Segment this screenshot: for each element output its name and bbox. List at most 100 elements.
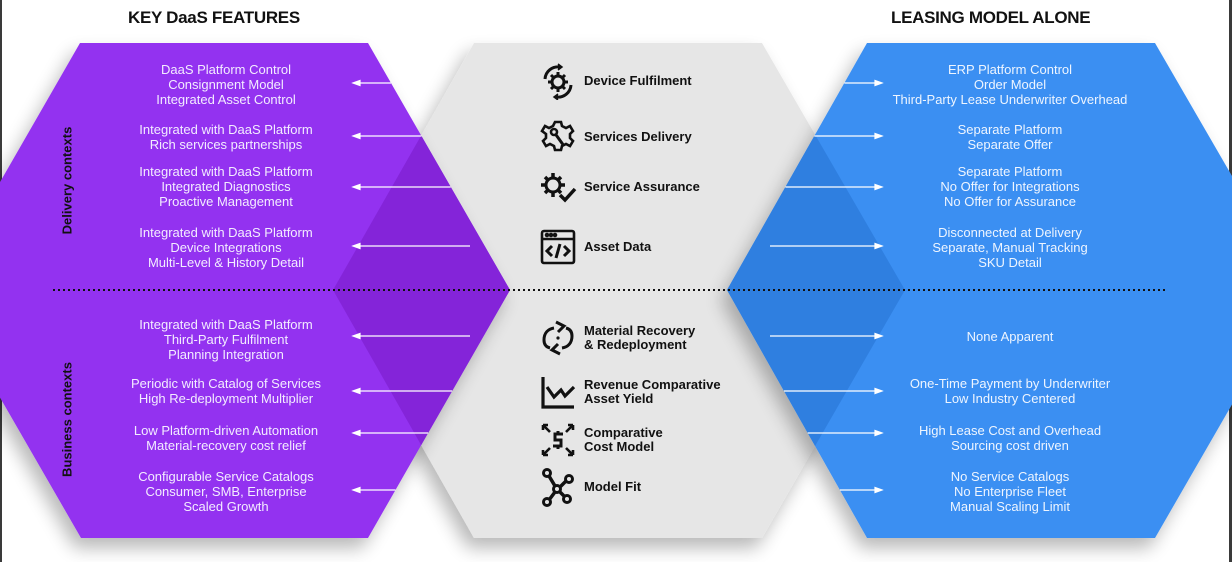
feature-service-assurance: Service Assurance	[538, 167, 700, 207]
daas-features-heading: KEY DaaS FEATURES	[128, 8, 300, 27]
feature-asset-data: Asset Data	[538, 227, 651, 267]
leasing-line: High Lease Cost and Overhead	[918, 423, 1102, 438]
leasing-line: None Apparent	[966, 329, 1054, 344]
gear-cycle-icon	[538, 61, 578, 101]
daas-line: Integrated with DaaS Platform	[139, 225, 313, 240]
daas-line: DaaS Platform Control	[160, 62, 292, 77]
arrowhead-left	[351, 429, 361, 437]
leasing-row-revenue: One-Time Payment by Underwriter Low Indu…	[860, 376, 1160, 406]
arrowhead-left	[351, 242, 361, 250]
network-nodes-icon	[538, 467, 578, 507]
daas-line: Rich services partnerships	[149, 137, 303, 152]
dollar-expand-icon	[538, 420, 578, 460]
daas-line: Integrated Diagnostics	[161, 179, 291, 194]
daas-line: Scaled Growth	[183, 499, 269, 514]
daas-row-asset-data: Integrated with DaaS Platform Device Int…	[86, 225, 366, 270]
daas-line: Configurable Service Catalogs	[138, 469, 314, 484]
leasing-row-device-fulfilment: ERP Platform Control Order Model Third-P…	[860, 62, 1160, 107]
daas-line: Integrated Asset Control	[156, 92, 296, 107]
feature-label: Services Delivery	[584, 129, 692, 144]
daas-line: Planning Integration	[168, 347, 284, 362]
arrowhead-left	[351, 332, 361, 340]
delivery-contexts-label: Delivery contexts	[59, 126, 75, 235]
line-chart-icon	[538, 372, 578, 412]
leasing-row-cost-model: High Lease Cost and Overhead Sourcing co…	[860, 423, 1160, 453]
leasing-row-asset-data: Disconnected at Delivery Separate, Manua…	[860, 225, 1160, 270]
daas-line: Proactive Management	[159, 194, 293, 209]
leasing-line: Order Model	[973, 77, 1047, 92]
leasing-row-material-recovery: None Apparent	[860, 329, 1160, 344]
leasing-model-heading: LEASING MODEL ALONE	[891, 8, 1091, 27]
leasing-line: ERP Platform Control	[947, 62, 1073, 77]
leasing-line: Disconnected at Delivery	[938, 225, 1082, 240]
leasing-arrows	[770, 79, 884, 494]
leasing-line: Separate Platform	[957, 122, 1063, 137]
daas-row-device-fulfilment: DaaS Platform Control Consignment Model …	[86, 62, 366, 107]
feature-label: Model Fit	[584, 479, 642, 494]
leasing-line: Separate Platform	[957, 164, 1063, 179]
leasing-line: Low Industry Centered	[944, 391, 1076, 406]
feature-device-fulfilment: Device Fulfilment	[538, 61, 692, 101]
arrowhead-left	[351, 486, 361, 494]
arrowhead-left	[351, 183, 361, 191]
daas-line: Integrated with DaaS Platform	[139, 122, 313, 137]
leasing-line: No Enterprise Fleet	[954, 484, 1066, 499]
leasing-row-services-delivery: Separate Platform Separate Offer	[860, 122, 1160, 152]
arrowhead-left	[351, 387, 361, 395]
leasing-line: One-Time Payment by Underwriter	[909, 376, 1111, 391]
feature-label-line: Cost Model	[584, 439, 655, 454]
code-window-icon	[538, 227, 578, 267]
feature-revenue-asset-yield: Revenue Comparative Asset Yield	[538, 372, 721, 412]
leasing-line: Third-Party Lease Underwriter Overhead	[892, 92, 1128, 107]
business-contexts-label: Business contexts	[59, 362, 75, 477]
arrowhead-right	[874, 132, 884, 140]
leasing-row-service-assurance: Separate Platform No Offer for Integrati…	[860, 164, 1160, 209]
daas-row-services-delivery: Integrated with DaaS Platform Rich servi…	[86, 122, 366, 152]
leasing-row-model-fit: No Service Catalogs No Enterprise Fleet …	[860, 469, 1160, 514]
daas-line: Periodic with Catalog of Services	[130, 376, 322, 391]
feature-label: Asset Data	[584, 239, 652, 254]
leasing-line: SKU Detail	[978, 255, 1042, 270]
feature-label: Revenue Comparative Asset Yield	[584, 378, 721, 406]
feature-label-line: Asset Yield	[584, 391, 654, 406]
gear-wrench-icon	[538, 117, 578, 157]
arrowhead-right	[874, 387, 884, 395]
feature-label: Device Fulfilment	[584, 73, 692, 88]
daas-line: Consignment Model	[168, 77, 284, 92]
daas-row-cost-model: Low Platform-driven Automation Material-…	[86, 423, 366, 453]
leasing-line: Separate, Manual Tracking	[932, 240, 1088, 255]
feature-label-line: Comparative	[584, 425, 663, 440]
leasing-line: No Service Catalogs	[950, 469, 1070, 484]
leasing-line: Separate Offer	[967, 137, 1053, 152]
arrowhead-left	[351, 132, 361, 140]
leasing-line: Manual Scaling Limit	[950, 499, 1070, 514]
daas-row-model-fit: Configurable Service Catalogs Consumer, …	[86, 469, 366, 514]
daas-line: Integrated with DaaS Platform	[139, 164, 313, 179]
feature-label-line: Material Recovery	[584, 323, 696, 338]
feature-comparative-cost-model: Comparative Cost Model	[538, 420, 663, 460]
daas-line: Third-Party Fulfilment	[163, 332, 289, 347]
recycle-arrows-icon	[538, 318, 578, 358]
feature-label-line: Revenue Comparative	[584, 377, 721, 392]
daas-line: Multi-Level & History Detail	[147, 255, 305, 270]
arrowhead-left	[351, 79, 361, 87]
leasing-line: No Offer for Integrations	[940, 179, 1080, 194]
arrowhead-right	[874, 429, 884, 437]
daas-line: Material-recovery cost relief	[146, 438, 306, 453]
daas-row-service-assurance: Integrated with DaaS Platform Integrated…	[86, 164, 366, 209]
feature-material-recovery: Material Recovery & Redeployment	[538, 318, 695, 358]
arrowhead-right	[874, 242, 884, 250]
feature-label-line: & Redeployment	[584, 337, 687, 352]
daas-arrows	[351, 79, 470, 494]
arrowhead-right	[874, 79, 884, 87]
arrowhead-right	[874, 486, 884, 494]
daas-line: Low Platform-driven Automation	[133, 423, 319, 438]
daas-line: Integrated with DaaS Platform	[139, 317, 313, 332]
daas-row-revenue: Periodic with Catalog of Services High R…	[86, 376, 366, 406]
daas-line: Consumer, SMB, Enterprise	[145, 484, 307, 499]
daas-line: Device Integrations	[170, 240, 282, 255]
leasing-line: Sourcing cost driven	[951, 438, 1069, 453]
feature-services-delivery: Services Delivery	[538, 117, 692, 157]
arrowhead-right	[874, 183, 884, 191]
